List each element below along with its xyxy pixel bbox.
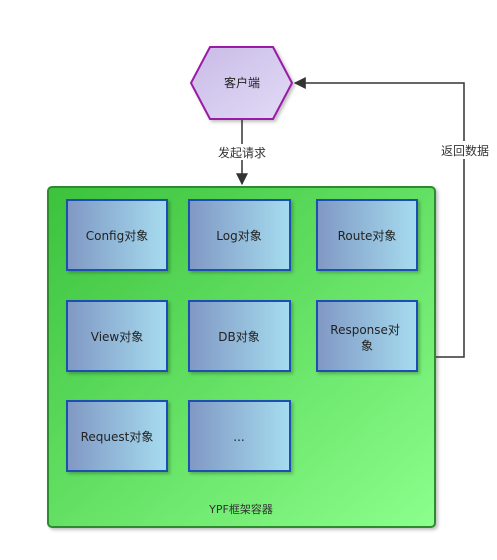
object-label-db: DB对象: [218, 330, 259, 344]
object-label-log: Log对象: [216, 229, 261, 243]
object-box-config: Config对象: [66, 199, 168, 271]
response-edge: [293, 77, 465, 358]
object-label-more: ...: [233, 430, 244, 444]
object-label-response-line1: Response对: [330, 323, 400, 337]
client-node: 客户端: [189, 46, 294, 120]
response-edge-label-bg: [436, 141, 494, 159]
object-label-route: Route对象: [338, 229, 397, 243]
object-box-more: ...: [188, 400, 291, 472]
object-box-db: DB对象: [188, 300, 291, 372]
object-box-log: Log对象: [188, 199, 291, 271]
object-label-response: Response对 象: [330, 323, 403, 353]
object-box-view: View对象: [66, 300, 168, 372]
object-label-view: View对象: [91, 330, 143, 344]
request-edge-label: 发起请求: [218, 145, 266, 160]
response-edge-label: 返回数据: [441, 143, 489, 158]
request-edge-label-bg: [212, 144, 272, 160]
object-box-request: Request对象: [66, 400, 168, 472]
object-label-request: Request对象: [81, 430, 154, 444]
client-label: 客户端: [224, 75, 260, 90]
object-label-response-line2: 象: [361, 339, 373, 353]
object-label-config: Config对象: [86, 229, 149, 243]
object-box-route: Route对象: [316, 199, 418, 271]
client-hexagon: [189, 46, 294, 120]
container-label: YPF框架容器: [208, 502, 273, 516]
object-box-response: Response对 象: [316, 300, 418, 372]
